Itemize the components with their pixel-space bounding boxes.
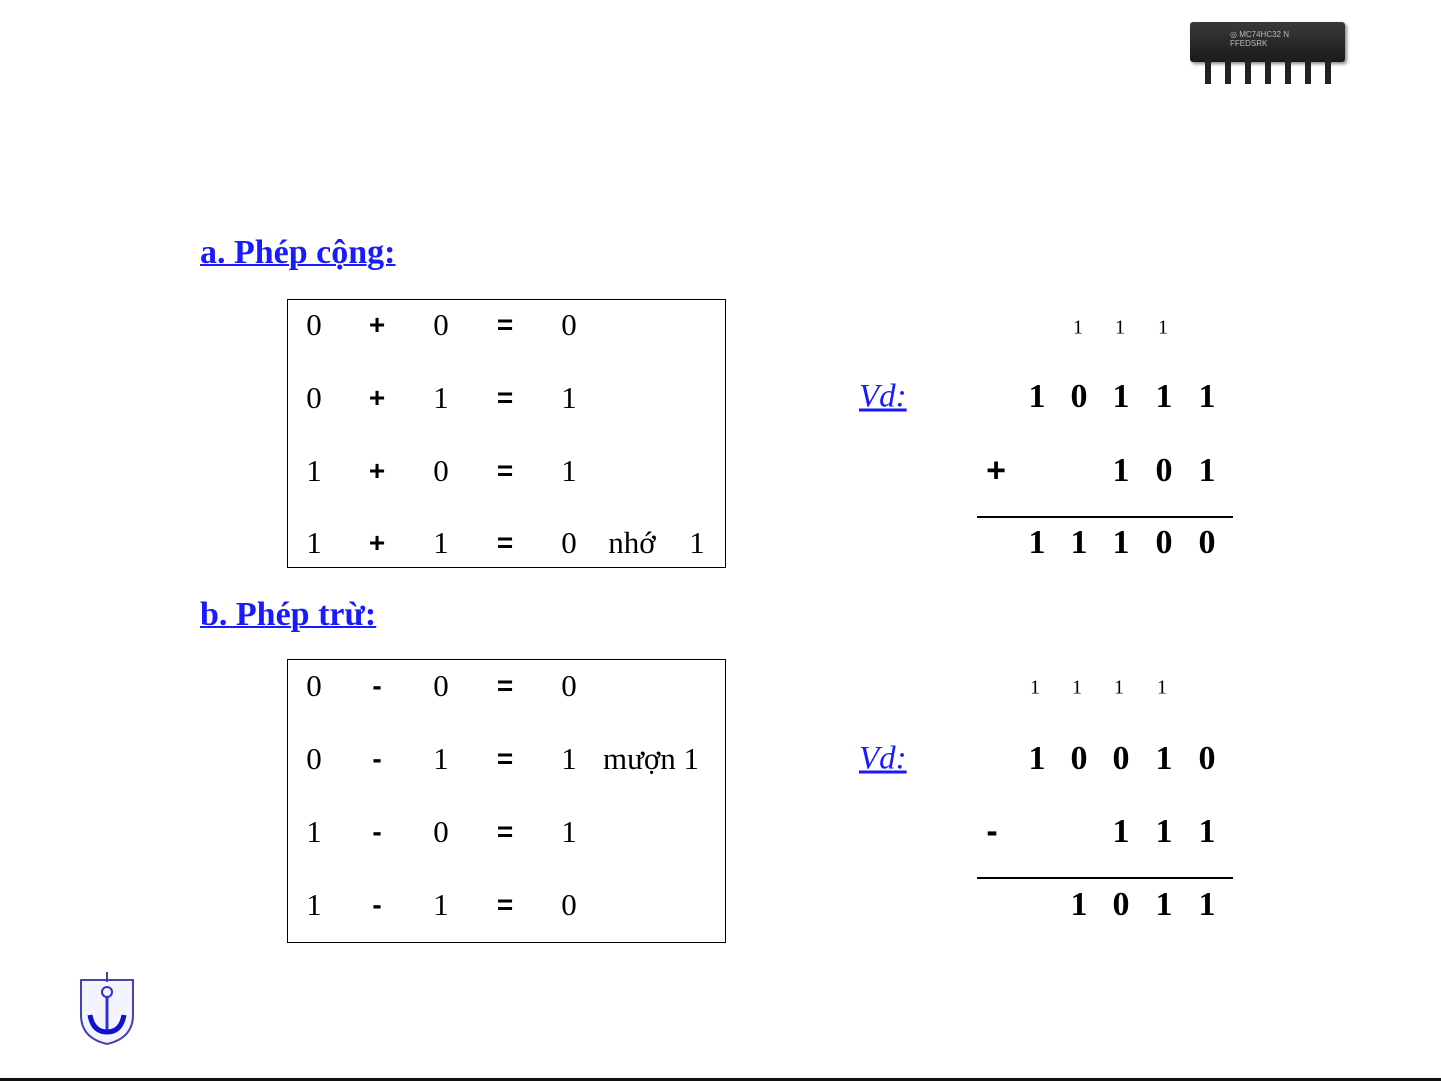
rule-cell: 0: [306, 307, 322, 342]
rule-cell: 0: [561, 525, 577, 560]
rule-cell: 1: [689, 525, 705, 560]
operand1-digit: 1: [1028, 740, 1046, 777]
rule-cell: =: [496, 382, 514, 413]
operand1-digit: 1: [1112, 378, 1130, 415]
result-digit: 1: [1198, 886, 1216, 923]
operand2-digit: 1: [1155, 813, 1173, 850]
anchor-shield-logo: [80, 972, 134, 1046]
rule-cell: 1: [306, 814, 322, 849]
rule-cell: =: [496, 527, 514, 558]
operand1-digit: 1: [1155, 740, 1173, 777]
rule-cell: 0: [306, 380, 322, 415]
operand1-digit: 0: [1112, 740, 1130, 777]
operator-sign: -: [986, 812, 998, 851]
addition-rules-table: [287, 299, 726, 568]
rule-cell: 0: [433, 814, 449, 849]
rule-cell: +: [368, 527, 386, 558]
rule-cell: 1: [561, 814, 577, 849]
rule-cell: =: [496, 889, 514, 920]
chip-pin: [1325, 60, 1331, 84]
result-digit: 1: [1155, 886, 1173, 923]
result-digit: 1: [1112, 524, 1130, 561]
rule-cell: 1: [561, 741, 577, 776]
subtraction-heading: b. Phép trừ:: [200, 596, 377, 633]
carry-digit: 1: [1115, 316, 1125, 339]
chip-pin: [1285, 60, 1291, 84]
carry-digit: 1: [1114, 676, 1124, 699]
rule-cell: -: [372, 816, 382, 847]
rule-cell: 0: [561, 307, 577, 342]
rule-cell: +: [368, 309, 386, 340]
rule-cell: =: [496, 670, 514, 701]
rule-cell: 1: [561, 453, 577, 488]
rule-cell: 1: [306, 453, 322, 488]
operand2-digit: 1: [1112, 813, 1130, 850]
rule-cell: =: [496, 309, 514, 340]
slide-bottom-border: [0, 1078, 1441, 1081]
chip-pin: [1305, 60, 1311, 84]
rule-cell: 0: [306, 668, 322, 703]
operand1-digit: 1: [1028, 378, 1046, 415]
result-digit: 1: [1028, 524, 1046, 561]
operand1-digit: 0: [1198, 740, 1216, 777]
rule-cell: 0: [433, 307, 449, 342]
operand2-digit: 0: [1155, 452, 1173, 489]
rule-cell: +: [368, 382, 386, 413]
rule-cell: 1: [433, 525, 449, 560]
addition-example-label: Vd:: [859, 378, 907, 415]
carry-digit: 1: [1073, 316, 1083, 339]
operand2-digit: 1: [1112, 452, 1130, 489]
carry-digit: 1: [1158, 316, 1168, 339]
rule-cell: 0: [433, 453, 449, 488]
carry-digit: 1: [1157, 676, 1167, 699]
chip-pin: [1265, 60, 1271, 84]
rule-cell: 1: [433, 380, 449, 415]
rule-cell: +: [368, 455, 386, 486]
rule-cell: 0: [561, 668, 577, 703]
rule-cell: =: [496, 455, 514, 486]
rule-cell: 0: [561, 887, 577, 922]
rule-cell: nhớ: [608, 525, 656, 560]
carry-digit: 1: [1030, 676, 1040, 699]
chip-pin: [1205, 60, 1211, 84]
operand1-digit: 1: [1155, 378, 1173, 415]
result-digit: 0: [1198, 524, 1216, 561]
operand2-digit: 1: [1198, 452, 1216, 489]
operand1-digit: 0: [1070, 378, 1088, 415]
rule-cell: 0: [433, 668, 449, 703]
operand1-digit: 0: [1070, 740, 1088, 777]
operand2-digit: 1: [1198, 813, 1216, 850]
chip-pin: [1225, 60, 1231, 84]
carry-digit: 1: [1072, 676, 1082, 699]
operator-sign: +: [986, 451, 1006, 490]
rule-cell: -: [372, 743, 382, 774]
result-digit: 1: [1070, 886, 1088, 923]
rule-cell: =: [496, 816, 514, 847]
subtraction-example-label: Vd:: [859, 740, 907, 777]
addition-heading: a. Phép cộng:: [200, 234, 396, 271]
result-digit: 0: [1155, 524, 1173, 561]
operand1-digit: 1: [1198, 378, 1216, 415]
rule-cell: 1: [306, 887, 322, 922]
rule-cell: 1: [561, 380, 577, 415]
rule-cell: -: [372, 889, 382, 920]
chip-pin: [1245, 60, 1251, 84]
rule-cell: -: [372, 670, 382, 701]
rule-cell: 1: [433, 887, 449, 922]
rule-cell: 0: [306, 741, 322, 776]
addition-sum-line: [977, 516, 1233, 518]
subtraction-diff-line: [977, 877, 1233, 879]
rule-cell: 1: [306, 525, 322, 560]
rule-cell: =: [496, 743, 514, 774]
subtraction-rules-table: [287, 659, 726, 943]
rule-cell: 1: [433, 741, 449, 776]
rule-cell: mượn 1: [602, 741, 700, 776]
result-digit: 1: [1070, 524, 1088, 561]
result-digit: 0: [1112, 886, 1130, 923]
